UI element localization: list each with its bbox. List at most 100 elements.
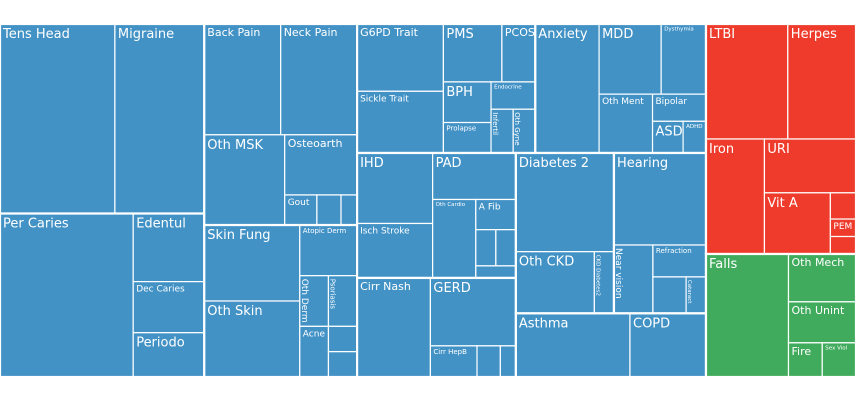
treemap-rect-pcos (501, 23, 536, 83)
treemap-label-herpes: Herpes (791, 27, 837, 42)
treemap-cell-infertil: Infertil (490, 108, 514, 154)
treemap-cell-oth-cardio: Oth Cardio (432, 198, 477, 279)
treemap-cell-cirr-hepb: Cirr HepB (429, 345, 478, 378)
treemap-rect-ltbi (705, 23, 789, 140)
treemap-cell-iodine (829, 235, 856, 255)
treemap-cell-atopic-derm: Atopic Derm (299, 224, 358, 277)
treemap-rect-per-caries (0, 212, 134, 378)
treemap-rect-pad (432, 152, 517, 201)
treemap-cell-oth-unint: Oth Unint (787, 301, 856, 344)
treemap-label-vit-a: Vit A (767, 196, 797, 211)
treemap-label-asthma: Asthma (519, 316, 569, 331)
treemap-cell-prolapse: Prolapse (442, 121, 492, 154)
treemap-rect-sex-viol (821, 342, 856, 378)
treemap-cell-cell (475, 229, 497, 267)
treemap-cell-gout: Gout (284, 194, 318, 226)
treemap-rect-back-pain (203, 23, 282, 136)
treemap-label-skin-fung: Skin Fung (207, 228, 270, 243)
treemap-rect-cell (340, 194, 358, 226)
treemap-cell-diabetes-2: Diabetes 2 (515, 152, 615, 253)
treemap-rect-oth-cardio (432, 198, 477, 279)
treemap-label-psoriasis: Psoriasis (329, 279, 337, 310)
treemap-rect-bipolar (651, 93, 707, 122)
treemap-label-neck-pain: Neck Pain (284, 26, 338, 39)
treemap-label-oth-unint: Oth Unint (792, 304, 845, 317)
treemap-cell-ckd-diabetes2: CKD Diabetes2 (593, 251, 615, 314)
treemap-rect-oth-unint (787, 301, 856, 344)
treemap-cell-dec-caries: Dec Caries (132, 281, 205, 334)
treemap-label-sickle-trait: Sickle Trait (360, 94, 409, 104)
treemap-cell-oth-derm: Oth Derm (299, 275, 330, 327)
treemap-label-anxiety: Anxiety (538, 27, 588, 42)
treemap-label-migraine: Migraine (118, 27, 174, 42)
treemap-label-per-caries: Per Caries (3, 217, 69, 232)
treemap-rect-dec-caries (132, 281, 205, 334)
treemap-cell-pcos: PCOS (501, 23, 536, 83)
treemap-label-fire: Fire (792, 345, 812, 358)
treemap-label-oth-ment: Oth Ment (602, 97, 644, 107)
treemap-label-dec-caries: Dec Caries (136, 285, 185, 295)
treemap-cell-adhd: ADHD (682, 120, 707, 154)
treemap-rect-iron (705, 138, 766, 255)
treemap-label-adhd: ADHD (686, 124, 702, 130)
treemap-cell-iron: Iron (705, 138, 766, 255)
treemap-label-prolapse: Prolapse (446, 125, 476, 133)
treemap-rect-falls (705, 253, 790, 378)
treemap-rect-cell (475, 265, 517, 279)
treemap-cell-near-vision: Near vision (613, 244, 654, 314)
treemap-cell-cataract: Cataract (685, 276, 707, 314)
treemap-label-uri: URI (767, 142, 789, 157)
treemap-cell-acne: Acne (299, 325, 330, 378)
treemap-rect-dysthymia (660, 23, 707, 95)
treemap-cell-otitis (829, 192, 856, 220)
treemap-label-atopic-derm: Atopic Derm (303, 227, 347, 235)
treemap-cell-cirr-nash: Cirr Nash (356, 277, 431, 378)
treemap-rect-oth-mech (787, 253, 856, 303)
treemap-cell-bipolar: Bipolar (651, 93, 707, 122)
treemap-rect-oth-sense (652, 276, 687, 314)
treemap-cell-pem: PEM (829, 218, 856, 238)
treemap-rect-prolapse (442, 121, 492, 154)
treemap-rect-otitis (829, 192, 856, 220)
treemap-cell-anxiety: Anxiety (534, 23, 600, 154)
treemap-label-gout: Gout (288, 198, 310, 208)
treemap-cell-isch-stroke: Isch Stroke (356, 222, 434, 279)
treemap-label-bipolar: Bipolar (656, 97, 688, 107)
treemap-rect-psoriasis (327, 275, 358, 327)
treemap-rect-acne (299, 325, 330, 378)
treemap-label-dysthymia: Dysthymia (664, 27, 694, 33)
treemap-cell-a-fib: A Fib (475, 198, 517, 231)
treemap-cell-uri: URI (763, 138, 856, 194)
treemap-rect-near-vision (613, 244, 654, 314)
treemap-label-mdd: MDD (602, 27, 633, 42)
treemap-label-oth-derm: Oth Derm (299, 279, 309, 323)
treemap-label-iron: Iron (709, 142, 734, 157)
treemap-label-periodo: Periodo (136, 336, 185, 351)
treemap-label-oth-gyne: Oth Gyne (513, 112, 521, 145)
treemap-cell-psoriasis: Psoriasis (327, 275, 358, 327)
treemap-cell-gerd: GERD (429, 277, 517, 347)
treemap-label-g6pd-trait: G6PD Trait (360, 26, 419, 39)
treemap-cell-sex-viol: Sex Viol (821, 342, 856, 378)
treemap-cell-tens-head: Tens Head (0, 23, 116, 215)
treemap-label-oth-mech: Oth Mech (792, 256, 845, 269)
treemap-cell-sickle-trait: Sickle Trait (356, 90, 444, 154)
treemap-label-pem: PEM (833, 222, 852, 232)
treemap-rect-migraine (114, 23, 205, 215)
treemap-label-sex-viol: Sex Viol (825, 345, 847, 351)
treemap-cluster-outline (704, 252, 856, 379)
treemap-cell-ltbi: LTBI (705, 23, 789, 140)
treemap-cell-oth-mech: Oth Mech (787, 253, 856, 303)
treemap-rect-bph (442, 81, 492, 124)
treemap-rect-cell (475, 229, 497, 267)
treemap-label-diabetes-2: Diabetes 2 (519, 156, 589, 171)
treemap-label-copd: COPD (633, 316, 670, 331)
treemap-rect-cirr-hepc (476, 345, 501, 378)
treemap-rect-gout (284, 194, 318, 226)
treemap-rect-gastritis (499, 345, 517, 378)
treemap-cell-cell (475, 265, 517, 279)
treemap-cell-oth-ckd: Oth CKD (515, 251, 595, 314)
treemap-cell-back-pain: Back Pain (203, 23, 282, 136)
treemap-label-pad: PAD (436, 156, 462, 171)
